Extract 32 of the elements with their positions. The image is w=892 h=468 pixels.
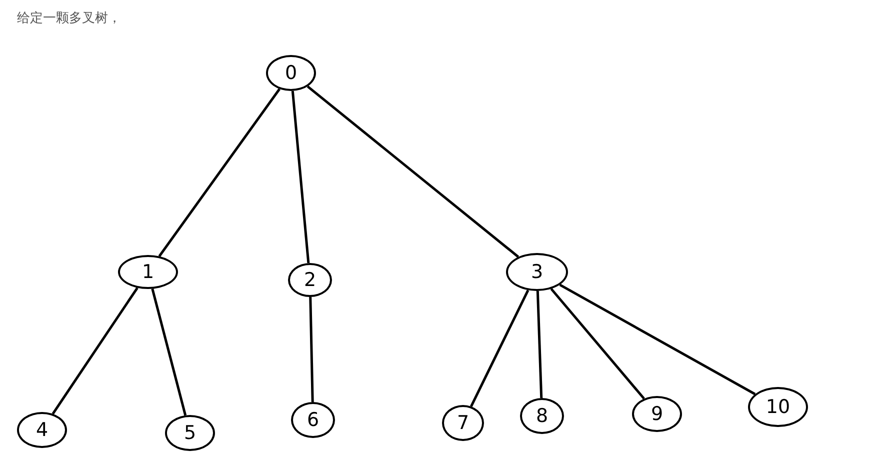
tree-node-ellipse (520, 398, 564, 434)
connector-line (470, 290, 530, 407)
node-label: 3 (530, 262, 544, 282)
tree-node-ellipse (506, 253, 568, 291)
tree-node-ellipse (442, 405, 484, 441)
node-label: 6 (306, 410, 320, 430)
node-label: 0 (284, 64, 298, 82)
connector-line (151, 288, 187, 416)
node-label: 7 (456, 414, 470, 432)
connector-line (309, 296, 314, 402)
node-label: 2 (304, 270, 316, 290)
node-label: 8 (536, 406, 548, 426)
node-label: 10 (766, 398, 790, 416)
connector-line (306, 85, 520, 258)
connector-line (52, 287, 138, 414)
connector-line (550, 288, 645, 400)
tree-node-ellipse (632, 396, 682, 432)
node-label: 5 (184, 424, 196, 442)
tree-node-ellipse (165, 415, 215, 451)
connector-line (559, 284, 756, 396)
node-label: 1 (142, 262, 154, 282)
tree-node-ellipse (288, 263, 332, 297)
connector-line (536, 290, 543, 398)
connector-line (158, 88, 281, 257)
tree-node-ellipse (266, 55, 316, 91)
heading: 给定一颗多叉树， (17, 10, 121, 27)
connector-line (291, 90, 310, 264)
tree-node-ellipse (291, 402, 335, 438)
tree-node-ellipse (748, 387, 808, 427)
tree-node-ellipse (17, 412, 67, 448)
node-label: 9 (650, 404, 664, 424)
node-label: 4 (36, 420, 48, 440)
